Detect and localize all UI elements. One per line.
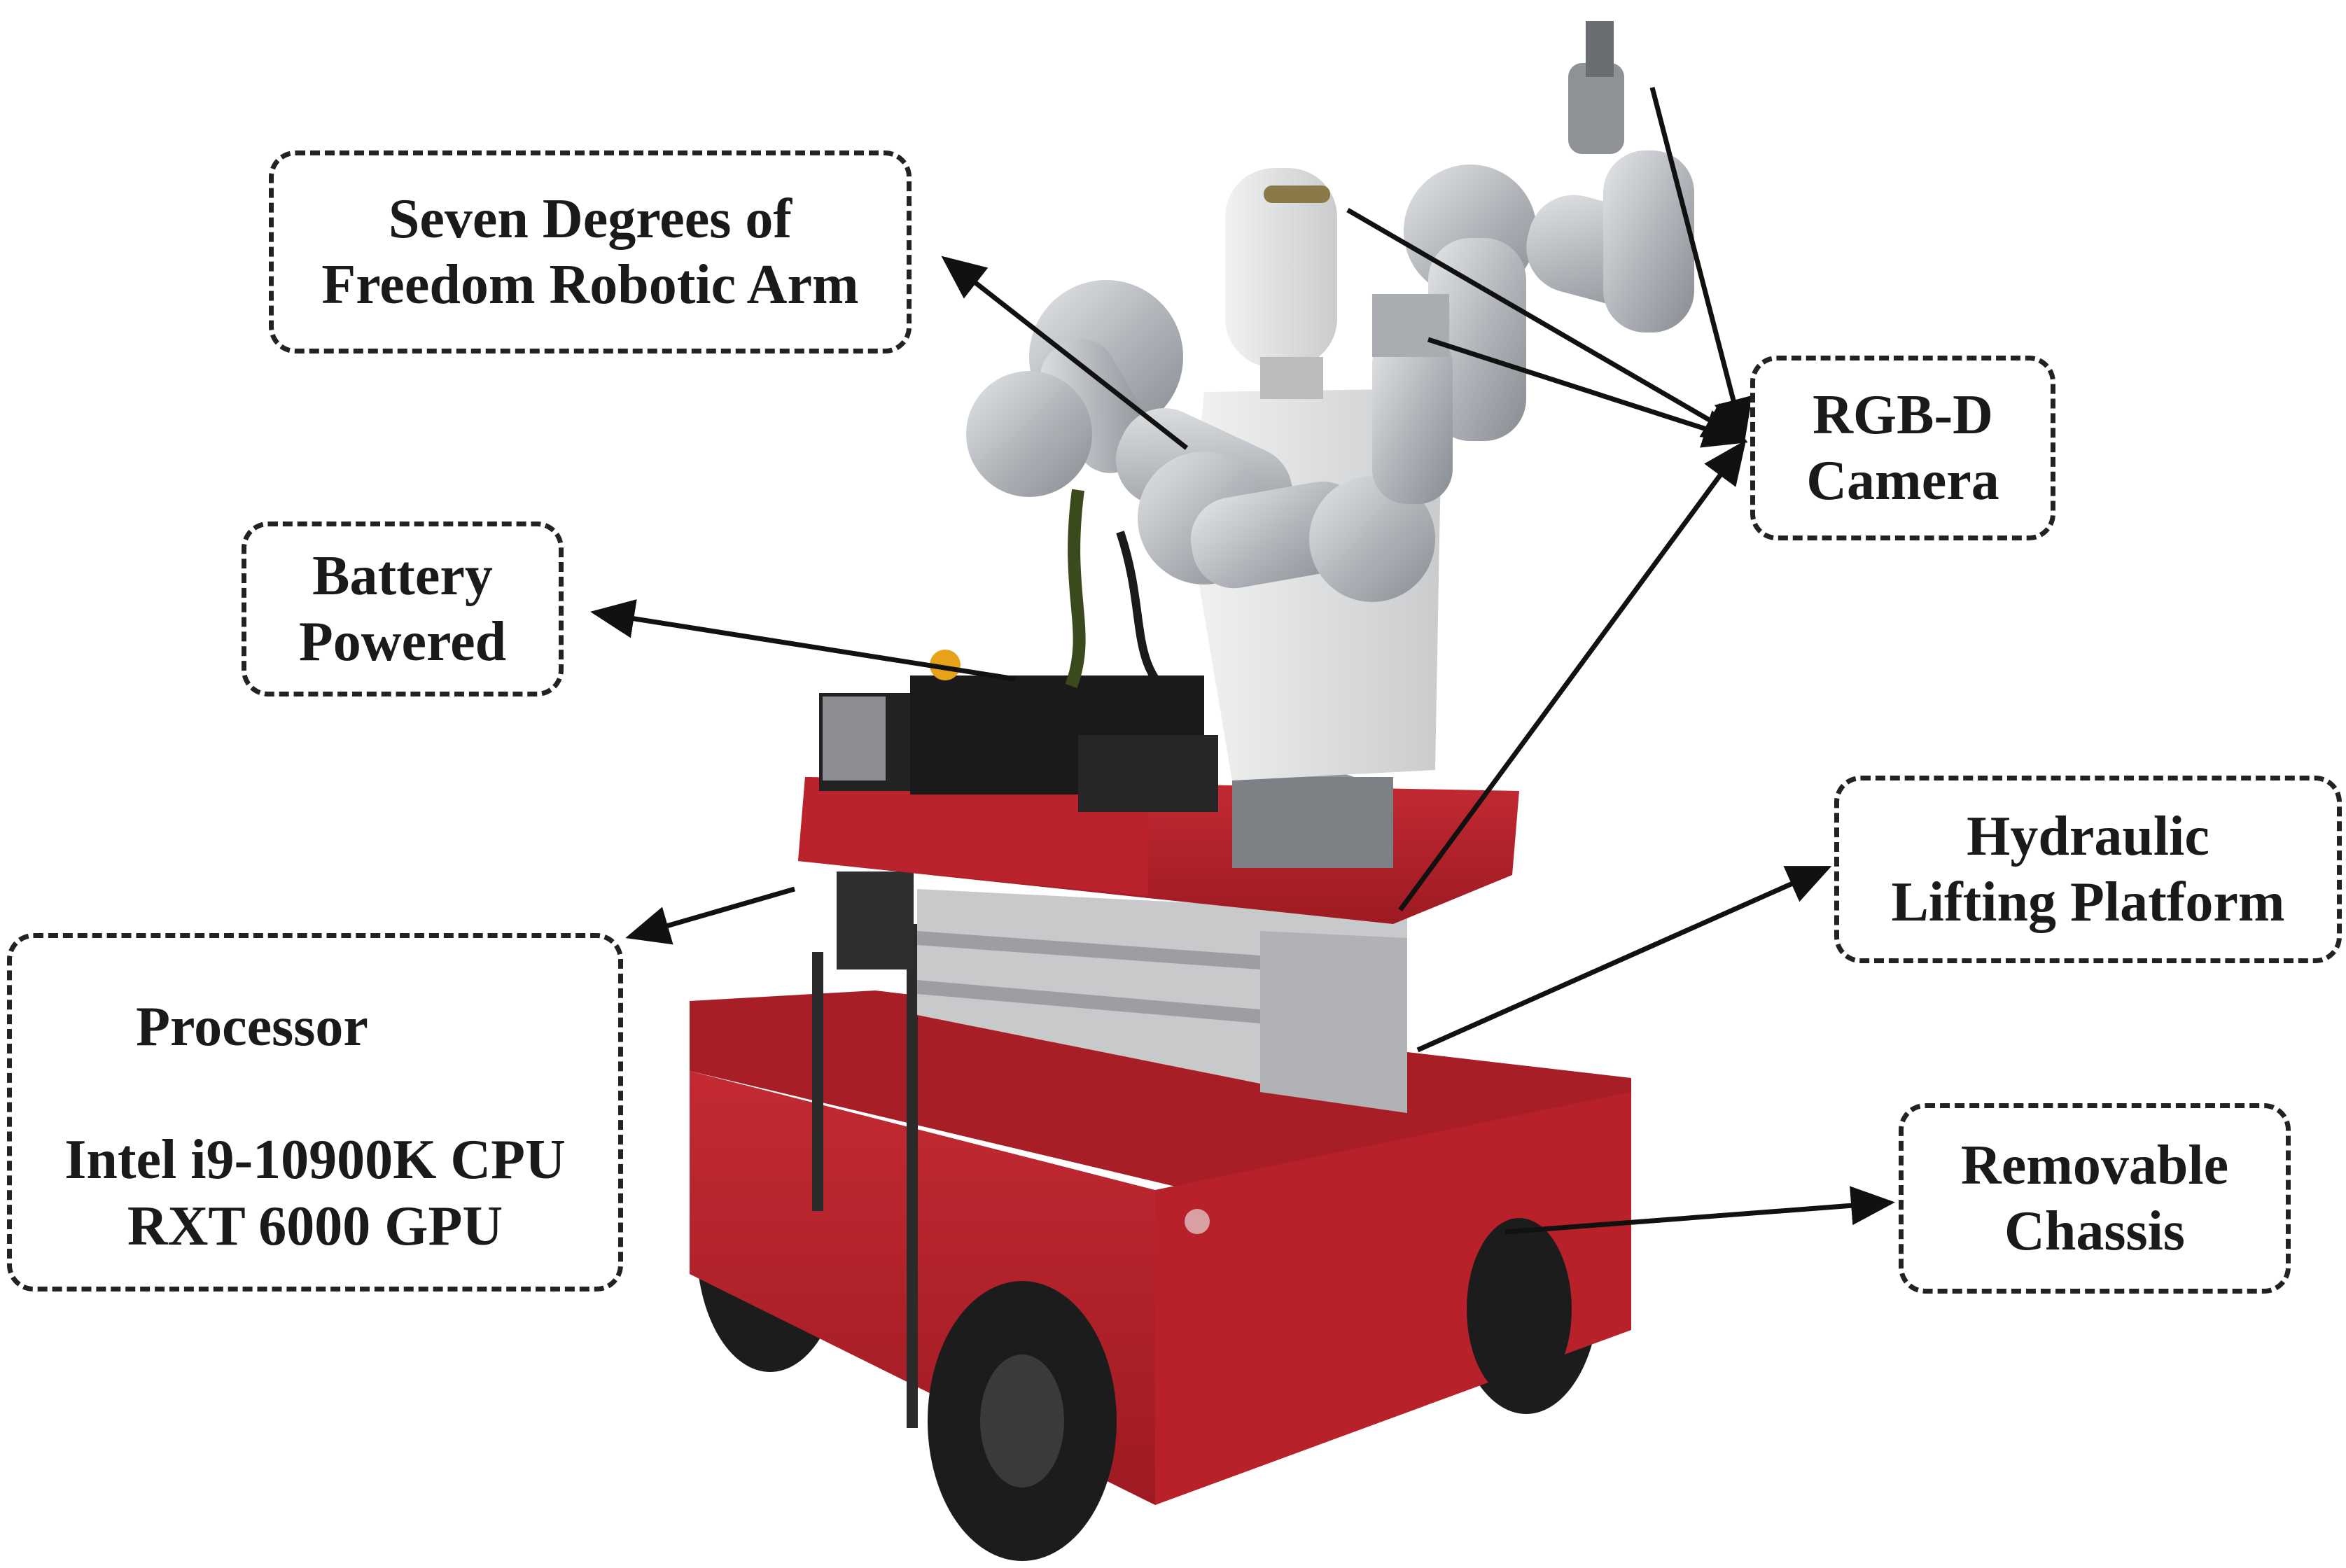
camera-arrow-4 [1400, 444, 1743, 910]
battery-callout: Battery Powered [242, 522, 564, 696]
chassis-callout-line-1: Removable [1961, 1133, 2228, 1198]
hydraulic-arrow [1418, 868, 1827, 1050]
battery-callout-line-1: Battery [312, 543, 493, 609]
processor-callout-title: Processor [136, 994, 368, 1060]
camera-callout-line-2: Camera [1806, 448, 1999, 514]
camera-callout-line-1: RGB-D [1813, 382, 1993, 448]
chassis-callout-line-2: Chassis [2004, 1198, 2185, 1264]
front-right-wheel [1467, 1218, 1572, 1400]
arm-callout-line-1: Seven Degrees of [389, 186, 792, 252]
arm-callout: Seven Degrees of Freedom Robotic Arm [269, 150, 912, 354]
right-robotic-arm [1372, 21, 1697, 504]
battery-callout-line-2: Powered [299, 609, 506, 675]
camera-callout: RGB-D Camera [1750, 356, 2055, 540]
battery-arrow [595, 612, 1015, 679]
hydraulic-callout-line-1: Hydraulic [1967, 804, 2209, 869]
processor-callout: Processor Intel i9-10900K CPU RXT 6000 G… [7, 933, 623, 1292]
processor-callout-gpu: RXT 6000 GPU [127, 1194, 503, 1259]
chassis-callout: Removable Chassis [1899, 1103, 2291, 1294]
processor-callout-cpu: Intel i9-10900K CPU [64, 1127, 566, 1193]
arm-callout-line-2: Freedom Robotic Arm [321, 252, 858, 318]
hydraulic-callout-line-2: Lifting Platform [1891, 869, 2284, 935]
hydraulic-callout: Hydraulic Lifting Platform [1834, 776, 2342, 963]
processor-arrow [630, 889, 795, 937]
